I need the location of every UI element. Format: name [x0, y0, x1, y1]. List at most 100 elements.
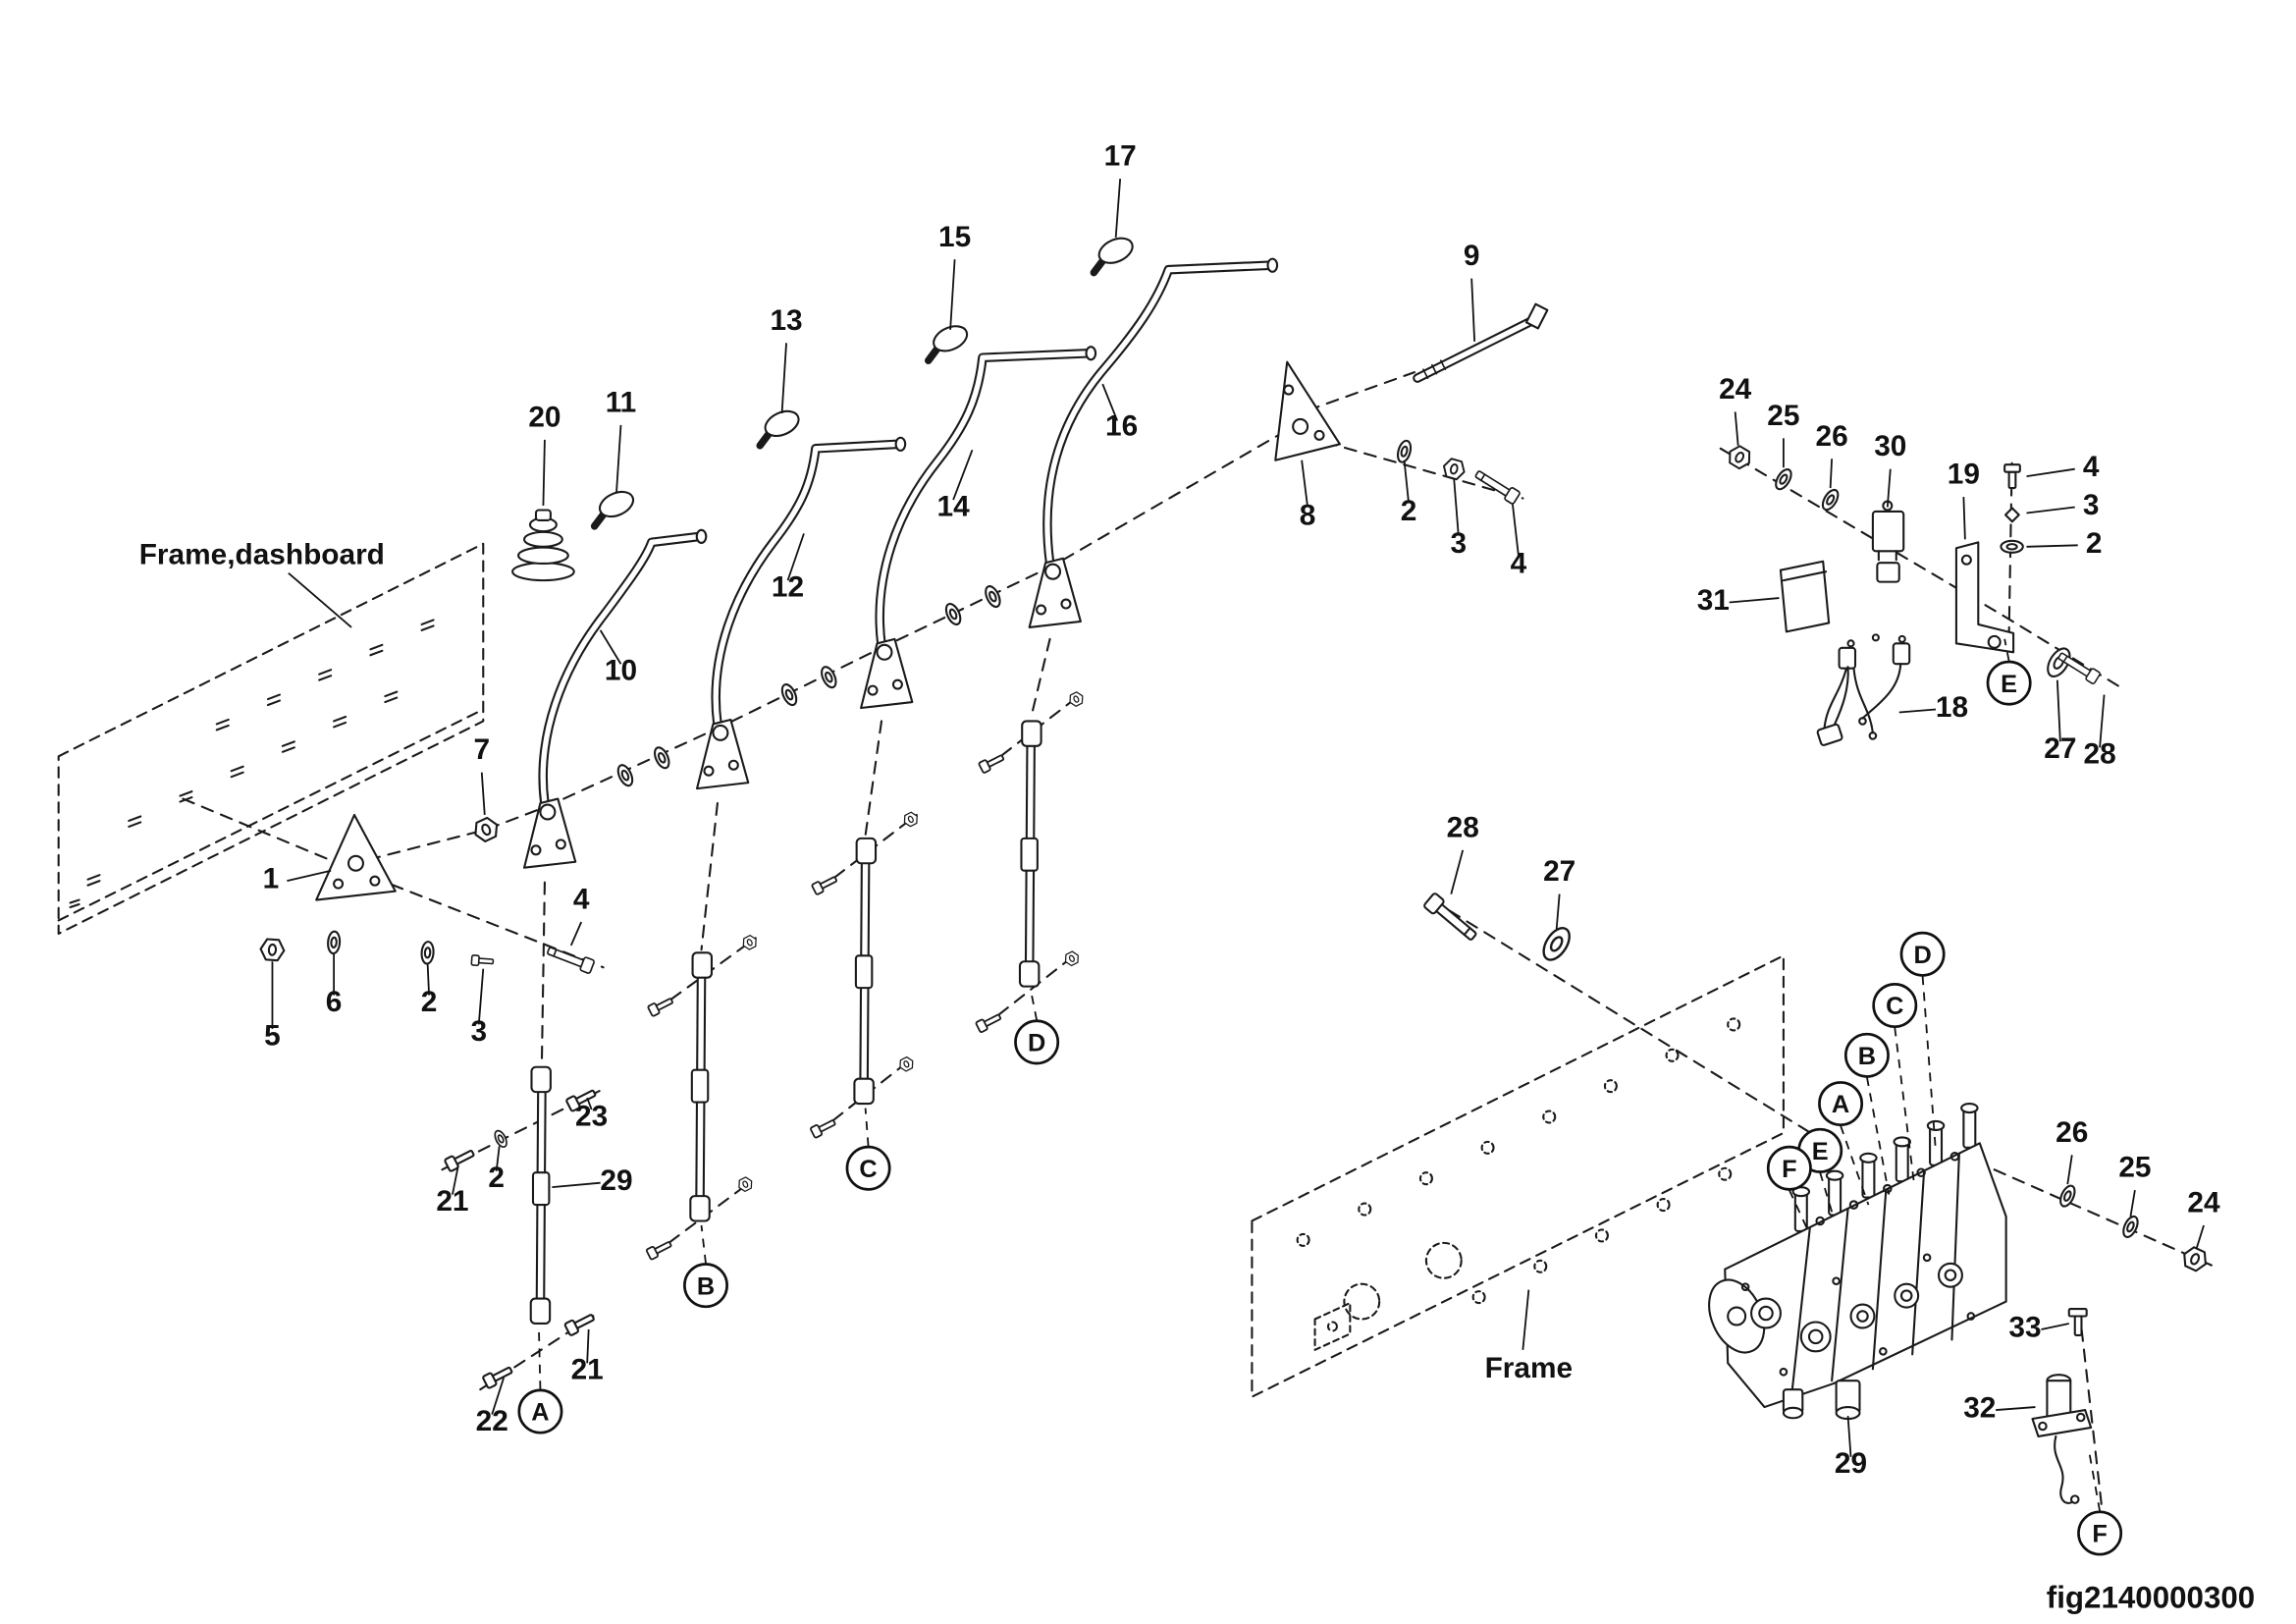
leader-line [2099, 694, 2106, 748]
leader-line [2129, 1189, 2136, 1218]
leader-line [480, 772, 486, 816]
part-label-22-44: 22 [476, 1405, 508, 1437]
part-label-31-21: 31 [1697, 584, 1730, 617]
balloon-B-3 [1843, 1032, 1890, 1078]
leader-line [552, 1181, 601, 1189]
part-label-2-14: 2 [2086, 527, 2103, 560]
leader-line [786, 533, 805, 581]
part-label-18-23: 18 [1936, 691, 1968, 724]
leader-line [599, 629, 622, 665]
leader-line [1962, 497, 1966, 540]
text-label-0: Frame,dashboard [139, 539, 385, 571]
part-label-29-38: 29 [600, 1164, 632, 1197]
washer-6 [326, 930, 342, 955]
leader-line [1114, 179, 1122, 238]
part-label-2-17: 2 [1401, 495, 1417, 527]
part-label-14-15: 14 [937, 490, 971, 522]
valve-body [1724, 1142, 2007, 1409]
balloon-E-0 [1986, 660, 2032, 706]
washer-27-mid [1537, 922, 1576, 966]
part-label-21-43: 21 [571, 1354, 604, 1386]
bracket-1 [315, 813, 397, 901]
control-valve [1708, 1103, 2007, 1421]
washer-25-br [2119, 1213, 2142, 1241]
washer-2 [419, 940, 436, 965]
leader-line [1522, 1289, 1530, 1350]
solenoid-32 [2031, 1374, 2093, 1504]
part-label-12-20: 12 [772, 571, 804, 604]
leader-line [1729, 597, 1780, 604]
boot-20 [511, 509, 575, 582]
leader-line [2026, 544, 2078, 548]
balloon-label-F-11: F [2092, 1521, 2107, 1548]
part-label-4-12: 4 [2083, 451, 2100, 483]
relay-31 [1779, 560, 1831, 633]
screw-33 [2067, 1308, 2088, 1336]
leader-line [1996, 1406, 2036, 1411]
washer-25 [1771, 465, 1795, 493]
bolt-4-bracket8 [1471, 466, 1522, 506]
leader-line [949, 259, 956, 330]
leader-line [1921, 976, 1937, 1153]
leader-line [1301, 460, 1308, 508]
balloon-F-6 [1766, 1145, 1812, 1191]
bracket-19 [1954, 541, 2015, 654]
part-label-2-37: 2 [488, 1162, 505, 1194]
part-label-26-9: 26 [1816, 420, 1848, 453]
leader-line [1866, 1077, 1891, 1195]
leader-line [287, 869, 332, 883]
balloon-label-D-7: D [1028, 1029, 1045, 1056]
leader-line [2088, 1453, 2101, 1512]
leader-line [452, 1164, 459, 1195]
link-rod-c [853, 837, 878, 1106]
part-label-26-36: 26 [2056, 1116, 2088, 1149]
bolt-28-mid [1421, 892, 1481, 946]
leader-line [1898, 708, 1937, 714]
balloon-A-4 [1818, 1081, 1864, 1127]
part-label-5-33: 5 [264, 1019, 281, 1052]
balloon-A-10 [517, 1388, 563, 1435]
nut-5 [258, 938, 287, 962]
balloon-label-E-0: E [2001, 671, 2017, 698]
lever-14 [860, 346, 1097, 710]
balloon-label-B-9: B [697, 1272, 715, 1300]
leader-line [1470, 278, 1476, 342]
harness-18 [1816, 633, 1911, 746]
leader-line [1886, 468, 1892, 508]
balloon-label-D-1: D [1913, 942, 1931, 969]
dashboard-panel [57, 542, 485, 935]
leader-line [1789, 1189, 1808, 1229]
link-rod-a [529, 1065, 552, 1326]
leader-line [1453, 479, 1460, 535]
leader-line [586, 1328, 590, 1364]
leader-line [542, 439, 546, 507]
leader-line [1840, 1125, 1870, 1206]
leader-line [952, 449, 974, 501]
washer-2-bracket8 [1394, 438, 1415, 465]
part-label-24-41: 24 [2187, 1187, 2220, 1219]
balloon-label-A-10: A [531, 1399, 549, 1427]
leader-line [700, 1224, 707, 1264]
leader-line [1403, 460, 1410, 504]
balloon-D-1 [1899, 931, 1946, 977]
part-label-3-13: 3 [2083, 489, 2100, 521]
part-label-3-18: 3 [1450, 527, 1467, 560]
part-label-10-22: 10 [605, 655, 637, 687]
balloon-label-E-5: E [1812, 1138, 1829, 1165]
part-label-27-29: 27 [1543, 855, 1575, 888]
lever-10 [522, 528, 708, 869]
leader-line [569, 921, 583, 947]
leader-line [2066, 1155, 2073, 1185]
link-rod-b [689, 951, 714, 1222]
part-label-16-6: 16 [1105, 409, 1138, 442]
balloon-C-8 [845, 1145, 891, 1191]
leader-line [1030, 990, 1039, 1021]
leader-line [864, 1108, 870, 1147]
balloon-label-A-4: A [1832, 1091, 1849, 1118]
leader-line [1555, 893, 1561, 930]
leader-line [2056, 679, 2061, 742]
lockwasher-3-stack [2004, 507, 2020, 523]
part-label-9-3: 9 [1464, 240, 1480, 272]
